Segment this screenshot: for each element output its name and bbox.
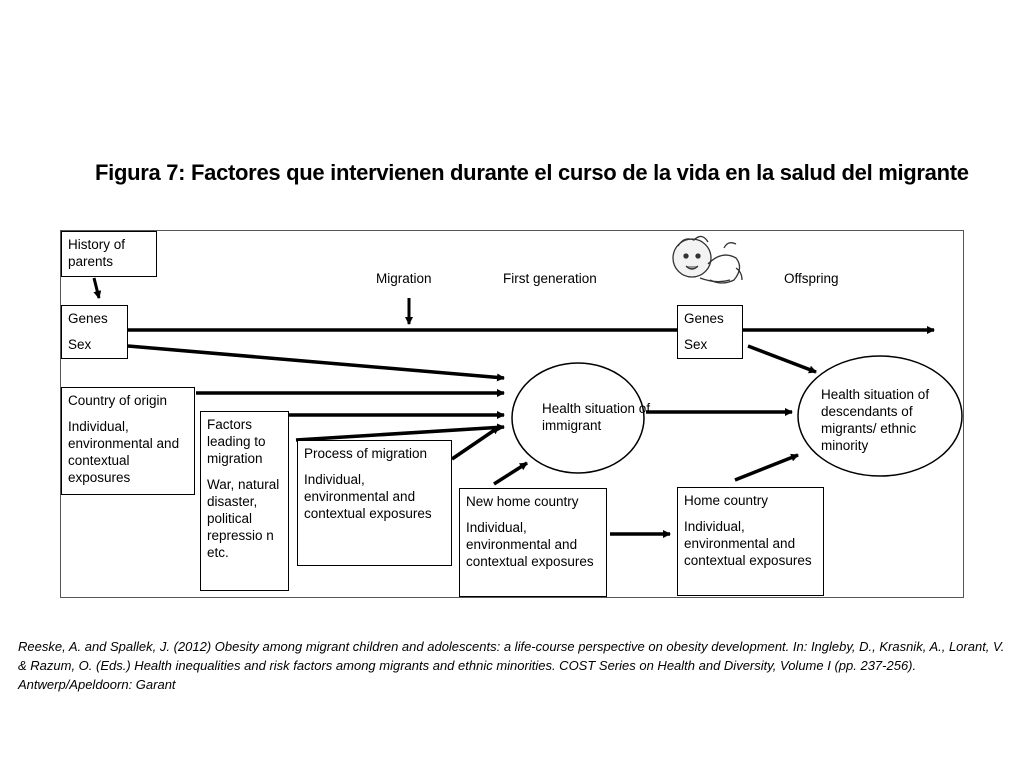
citation: Reeske, A. and Spallek, J. (2012) Obesit… [18, 639, 1005, 692]
first-generation-label: First generation [503, 271, 597, 286]
country-of-origin-box: Country of origin Individual, environmen… [61, 387, 195, 495]
sex-to-immigrant-arrow [127, 344, 505, 382]
descendants-ellipse [797, 355, 963, 477]
new-home-country-box: New home country Individual, environment… [459, 488, 607, 597]
diagram-frame [60, 230, 964, 598]
factors-body: War, natural disaster, political repress… [207, 477, 280, 560]
process-diagonal-arrow [451, 425, 500, 461]
process-heading: Process of migration [304, 446, 428, 461]
new-home-heading: New home country [466, 494, 579, 509]
baby-icon [672, 235, 743, 284]
process-body: Individual, environmental and contextual… [304, 472, 432, 521]
genes-left-label: Genes [68, 311, 108, 326]
history-of-parents-text: History of parents [68, 237, 126, 269]
country-of-origin-heading: Country of origin [68, 393, 168, 408]
immigrant-health-text: Health situation of immigrant [542, 401, 651, 433]
home-country-box: Home country Individual, environmental a… [677, 487, 824, 596]
migration-label: Migration [376, 271, 432, 286]
descendants-health-text: Health situation of descendants of migra… [821, 387, 930, 453]
history-arrow [92, 277, 102, 299]
newhome-to-immigrant-arrow [493, 461, 528, 486]
process-to-immigrant-arrow [295, 423, 505, 442]
figure-title: Figura 7: Factores que intervienen duran… [95, 160, 969, 185]
genes-sex-right-box: Genes Sex [677, 305, 743, 359]
sex-right-label: Sex [684, 337, 708, 352]
factors-heading: Factors leading to migration [207, 417, 266, 466]
genes-to-descendants-arrow [747, 344, 817, 374]
new-home-body: Individual, environmental and contextual… [466, 520, 594, 569]
genes-sex-left-box: Genes Sex [61, 305, 128, 359]
home-heading: Home country [684, 493, 769, 508]
home-body: Individual, environmental and contextual… [684, 519, 812, 568]
factors-leading-box: Factors leading to migration War, natura… [200, 411, 289, 591]
process-of-migration-box: Process of migration Individual, environ… [297, 440, 452, 566]
offspring-label: Offspring [784, 271, 839, 286]
immigrant-ellipse [511, 362, 645, 474]
sex-left-label: Sex [68, 337, 92, 352]
home-to-descendants-arrow [734, 453, 799, 482]
history-of-parents-box: History of parents [61, 231, 157, 277]
country-of-origin-body: Individual, environmental and contextual… [68, 419, 180, 485]
genes-right-label: Genes [684, 311, 724, 326]
